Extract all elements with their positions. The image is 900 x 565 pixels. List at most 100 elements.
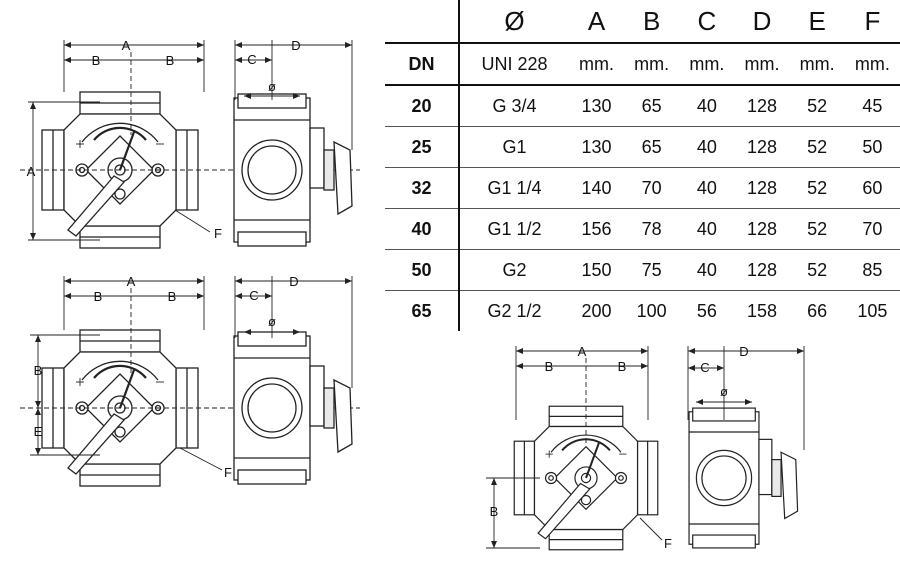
dim-label-f: F [214, 226, 222, 241]
dim-label-b-side: B [490, 504, 499, 519]
header-cell: A [587, 5, 606, 36]
cell-b: 78 [624, 208, 680, 250]
dim-label-c: C [700, 360, 709, 375]
dim-label-diameter: ø [268, 79, 276, 94]
dim-label-d: D [289, 274, 298, 289]
table-header-row: Ø A B C D E F [385, 0, 900, 43]
header-cell [385, 0, 461, 43]
cell-b: 65 [624, 85, 680, 127]
cell-dn: 65 [385, 290, 461, 331]
cell-d: 128 [734, 208, 790, 250]
dim-label-b-left: B [545, 359, 554, 374]
dim-label-a: A [578, 344, 587, 359]
dim-label-d: D [739, 344, 748, 359]
cell-d: 128 [734, 85, 790, 127]
units-cell: mm. [844, 42, 900, 86]
units-cell: mm. [568, 42, 625, 86]
header-cell: C [697, 5, 717, 36]
table-row: 65 G2 1/2 200 100 56 158 66 105 [385, 290, 900, 331]
drawing-view-3: A B B B F C D ø [486, 344, 805, 551]
cell-connection: G1 [459, 126, 569, 168]
cell-f: 50 [844, 126, 900, 168]
cell-b: 100 [636, 300, 667, 321]
cell-f: 70 [844, 208, 900, 250]
cell-f: 60 [844, 167, 900, 209]
cell-e: 52 [789, 126, 845, 168]
dim-label-e-side: E [34, 424, 43, 439]
dim-label-b-side: B [34, 363, 43, 378]
drawing-view-2: A B B B E F C D ø [20, 274, 360, 488]
cell-dn: 25 [385, 126, 461, 168]
cell-a: 130 [568, 85, 625, 127]
header-cell: D [752, 5, 772, 36]
cell-e: 66 [807, 300, 828, 321]
cell-f: 85 [844, 249, 900, 291]
dim-label-b-right: B [168, 289, 177, 304]
dim-label-f: F [224, 465, 232, 480]
dim-label-diameter: ø [720, 384, 728, 399]
cell-a: 156 [568, 208, 625, 250]
cell-a: 150 [568, 249, 625, 291]
dim-label-c: C [249, 288, 258, 303]
dim-label-b-right: B [166, 53, 175, 68]
header-cell: Ø [504, 5, 525, 36]
units-cell: mm. [679, 42, 735, 86]
cell-a: 140 [568, 167, 625, 209]
cell-c: 40 [679, 126, 735, 168]
dim-label-a-side: A [27, 164, 36, 179]
cell-c: 40 [679, 249, 735, 291]
dim-label-b-left: B [94, 289, 103, 304]
cell-connection: G 3/4 [459, 85, 569, 127]
cell-e: 52 [789, 85, 845, 127]
cell-d: 158 [746, 300, 778, 321]
dim-label-a: A [122, 38, 131, 53]
cell-d: 128 [734, 126, 790, 168]
cell-e: 52 [789, 208, 845, 250]
drawing-view-1: A B B A F C D ø [20, 38, 360, 250]
table-units-row: DN UNI 228 mm. mm. mm. mm. mm. mm. [385, 42, 900, 86]
cell-f: 45 [844, 85, 900, 127]
dim-label-a: A [127, 274, 136, 289]
cell-c: 40 [679, 167, 735, 209]
units-cell: mm. [789, 42, 845, 86]
header-cell: F [864, 5, 881, 36]
dim-label-b-right: B [618, 359, 627, 374]
cell-connection: G1 1/2 [459, 208, 569, 250]
dim-label-f: F [664, 536, 672, 551]
cell-e: 52 [789, 249, 845, 291]
dimension-table: Ø A B C D E F DN UNI 228 mm. mm. mm. mm.… [385, 0, 900, 331]
cell-c: 40 [679, 85, 735, 127]
cell-connection: G2 [459, 249, 569, 291]
dim-label-b-left: B [92, 53, 101, 68]
cell-e: 52 [789, 167, 845, 209]
units-cell: mm. [734, 42, 790, 86]
cell-c: 40 [679, 208, 735, 250]
cell-b: 75 [624, 249, 680, 291]
cell-d: 128 [734, 249, 790, 291]
dim-label-c: C [247, 52, 256, 67]
cell-connection: G1 1/4 [459, 167, 569, 209]
cell-connection: G2 1/2 [487, 300, 542, 321]
dim-label-d: D [291, 38, 300, 53]
cell-a: 130 [568, 126, 625, 168]
cell-dn: 40 [385, 208, 461, 250]
cell-dn: 20 [385, 85, 461, 127]
cell-b: 70 [624, 167, 680, 209]
cell-c: 56 [696, 300, 717, 321]
cell-a: 200 [581, 300, 612, 321]
header-cell: B [642, 5, 661, 36]
cell-dn: 32 [385, 167, 461, 209]
cell-dn: 50 [385, 249, 461, 291]
dim-label-diameter: ø [268, 314, 276, 329]
cell-b: 65 [624, 126, 680, 168]
cell-d: 128 [734, 167, 790, 209]
header-cell: E [808, 5, 826, 36]
units-cell: mm. [624, 42, 680, 86]
cell-f: 105 [857, 300, 888, 321]
